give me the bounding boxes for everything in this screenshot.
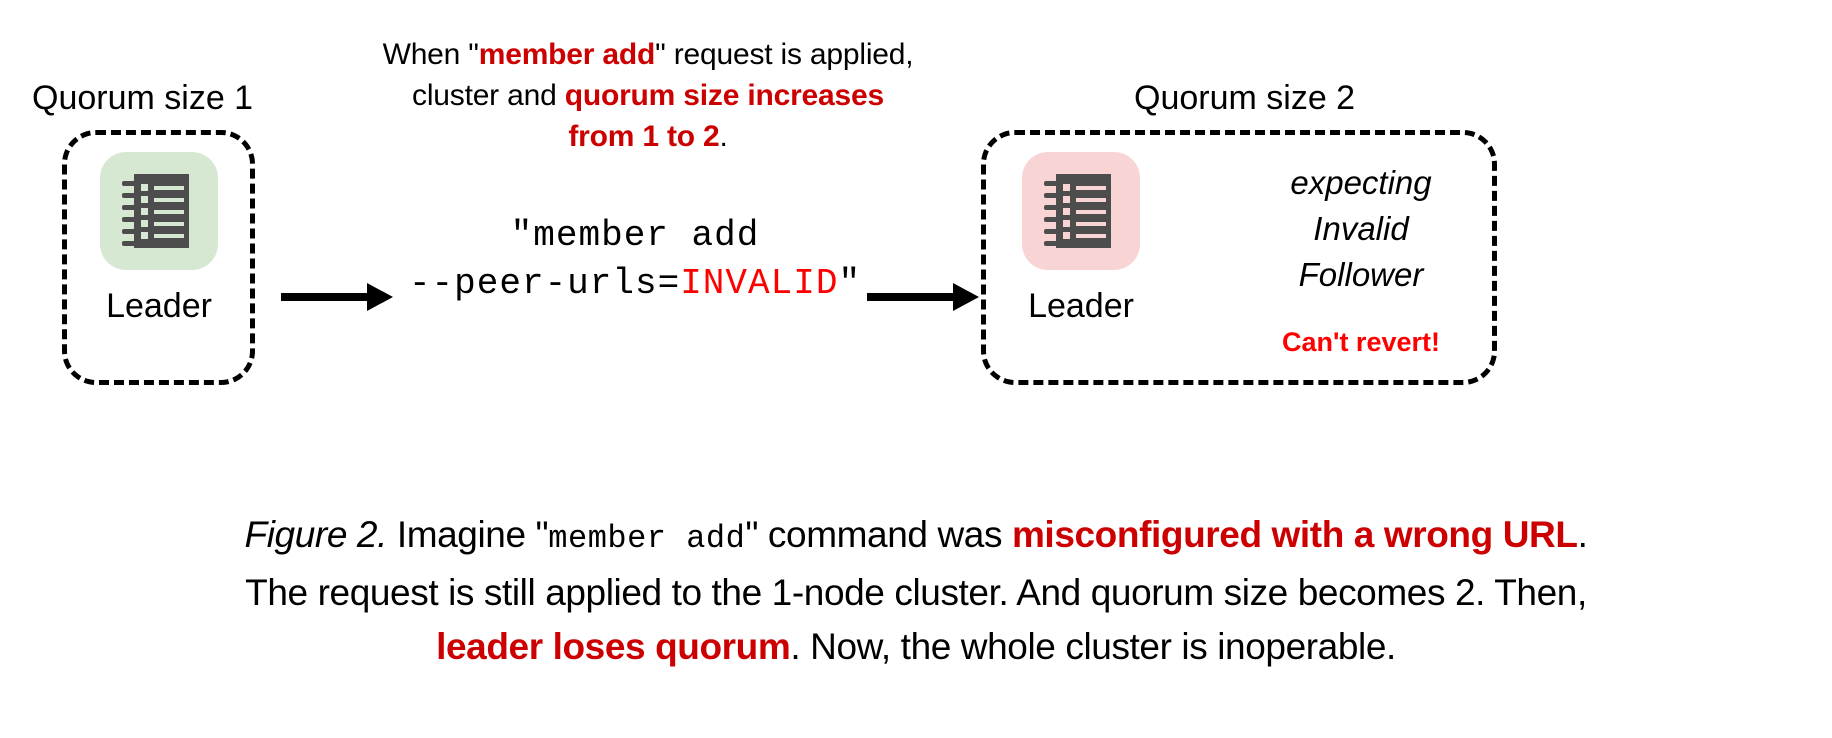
follower-note-line-1: expecting [1290,164,1432,201]
command-line-1: "member add [510,215,760,256]
top-note-l2-emphasis: quorum size increases [564,79,884,112]
ledger-node-icon [1022,152,1140,270]
command-line-2: --peer-urls=INVALID" [400,260,870,308]
caption-seg-3: " command was [745,514,1012,555]
left-node-icon-wrap [100,152,218,278]
caption-seg-5: . [1577,514,1588,555]
right-node-icon-wrap [1022,152,1140,278]
caption-line-3: leader loses quorum. Now, the whole clus… [66,620,1766,674]
expecting-follower-note: expecting Invalid Follower [1228,160,1494,298]
caption-leader-loses-quorum-emphasis: leader loses quorum [436,626,791,667]
arrow-head [953,283,979,311]
top-annotation-line-2: cluster and quorum size increases [352,75,944,116]
top-note-l3-suffix: . [719,120,728,153]
command-line-2-prefix: --peer-urls= [408,263,681,304]
right-cluster-box [981,130,1497,385]
cant-revert-warning: Can't revert! [1282,327,1440,357]
top-note-l2-prefix: cluster and [412,79,565,112]
top-note-l1-emphasis: member add [478,38,656,71]
top-note-l3-emphasis: from 1 to 2 [568,120,720,153]
right-cluster-title: Quorum size 2 [1134,79,1356,117]
top-annotation: When "member add" request is applied, cl… [352,34,944,157]
right-leader-node: Leader [1006,152,1156,326]
top-annotation-line-3: from 1 to 2. [352,116,944,157]
command-line-2-suffix: " [838,263,862,304]
left-cluster-title: Quorum size 1 [32,79,254,117]
figure-caption: Figure 2. Imagine "member add" command w… [66,508,1766,674]
caption-seg-1: Imagine " [386,514,549,555]
left-node-label: Leader [106,287,212,325]
caption-misconfigured-emphasis: misconfigured with a wrong URL [1011,514,1578,555]
member-add-command: "member add --peer-urls=INVALID" [400,212,870,308]
arrow-shaft [867,293,955,301]
arrow-shaft [281,293,369,301]
arrow-right-icon [281,283,393,311]
top-note-l1-prefix: When " [382,38,479,71]
top-note-l1-suffix: " request is applied, [655,38,914,71]
right-node-label: Leader [1028,287,1134,325]
caption-line-3-suffix: . Now, the whole cluster is inoperable. [790,626,1396,667]
follower-note-line-3: Follower [1298,256,1424,293]
caption-line-1: Figure 2. Imagine "member add" command w… [66,508,1766,566]
arrow-head [367,283,393,311]
left-leader-node: Leader [84,152,234,326]
top-annotation-line-1: When "member add" request is applied, [352,34,944,75]
figure-label: Figure 2. [244,514,388,555]
arrow-right-icon [867,283,979,311]
caption-line-2: The request is still applied to the 1-no… [245,572,1587,613]
follower-note-line-2: Invalid [1313,210,1409,247]
ledger-node-icon [100,152,218,270]
caption-command-mono: member add [548,520,746,557]
command-invalid-value: INVALID [680,263,839,304]
